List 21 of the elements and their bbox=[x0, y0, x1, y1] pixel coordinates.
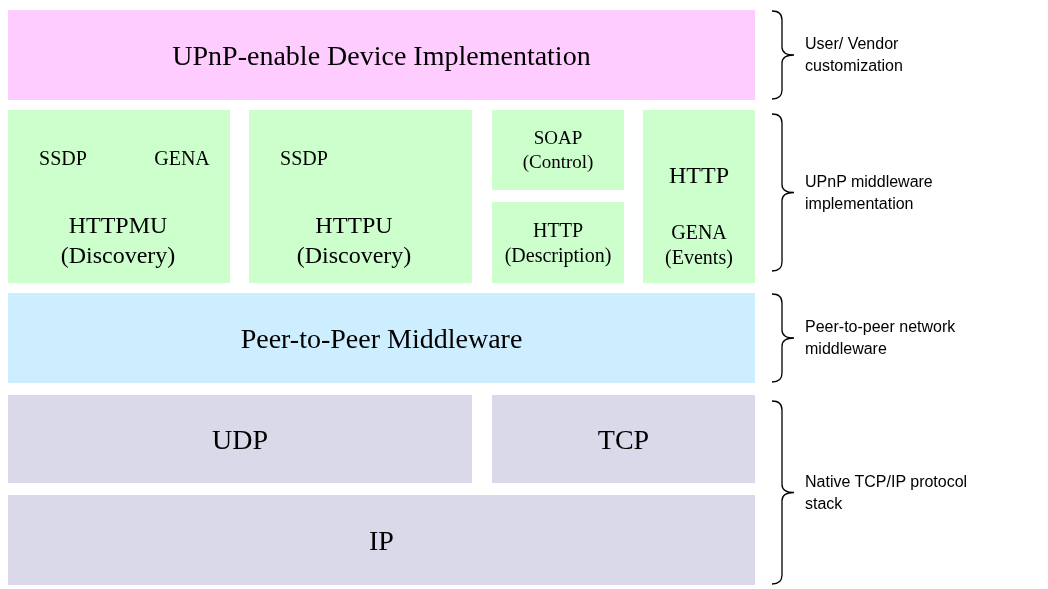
protocol-label: SSDP bbox=[18, 138, 108, 178]
layer-box: IP bbox=[8, 495, 755, 585]
protocol-label: SSDP bbox=[259, 138, 349, 178]
protocol-label: HTTP bbox=[643, 150, 755, 200]
protocol-label: HTTPU (Discovery) bbox=[259, 202, 449, 278]
layer-description: UPnP middleware implementation bbox=[805, 171, 934, 214]
layer-description: Peer-to-peer network middleware bbox=[805, 317, 957, 359]
protocol-box: HTTP (Description) bbox=[492, 202, 624, 283]
protocol-box bbox=[8, 110, 230, 283]
layer-box: Peer-to-Peer Middleware bbox=[8, 293, 755, 383]
protocol-box: SOAP (Control) bbox=[492, 110, 624, 190]
layer-box: UDP bbox=[8, 395, 472, 483]
protocol-box bbox=[249, 110, 472, 283]
protocol-label: GENA bbox=[138, 138, 226, 178]
layer-description: User/ Vendor customization bbox=[805, 34, 904, 76]
protocol-box bbox=[643, 110, 755, 283]
layer-box: TCP bbox=[492, 395, 755, 483]
protocol-label: HTTPMU (Discovery) bbox=[28, 202, 208, 278]
layer-description: Native TCP/IP protocol stack bbox=[805, 471, 969, 514]
layer-box: UPnP-enable Device Implementation bbox=[8, 10, 755, 100]
protocol-label: GENA (Events) bbox=[643, 210, 755, 280]
